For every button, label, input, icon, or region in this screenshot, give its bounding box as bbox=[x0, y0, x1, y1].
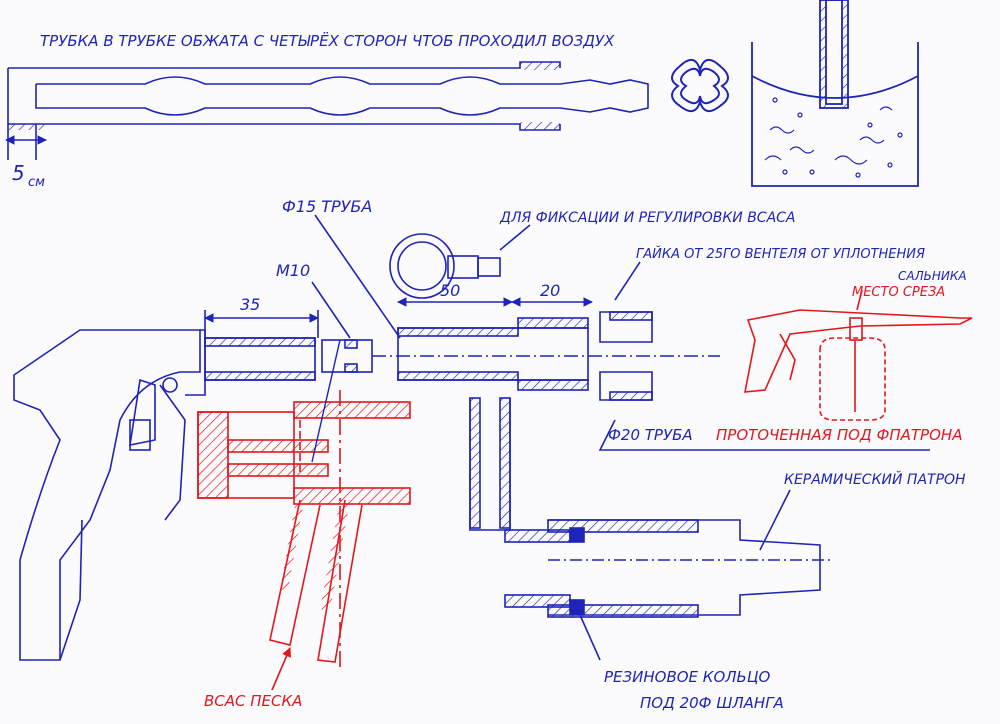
rubber-ring-label: РЕЗИНОВОЕ КОЛЬЦО bbox=[604, 668, 770, 686]
gun-body-drawing bbox=[13, 329, 206, 661]
crimped-tube-drawing bbox=[5, 61, 649, 160]
fixation-label: ДЛЯ ФИКСАЦИИ И РЕГУЛИРОВКИ ВСАСА bbox=[499, 210, 796, 226]
sand-intake-label: ВСАС ПЕСКА bbox=[204, 692, 302, 710]
top-note: ТРУБКА В ТРУБКЕ ОБЖАТА С ЧЕТЫРЁХ СТОРОН … bbox=[40, 31, 615, 50]
gun-mini-sketch bbox=[744, 289, 973, 421]
sand-container-drawing bbox=[751, 0, 919, 187]
dim-5: 5 bbox=[12, 161, 25, 185]
ceramic-label: КЕРАМИЧЕСКИЙ ПАТРОН bbox=[784, 470, 966, 488]
ceramic-nozzle-section bbox=[504, 489, 830, 661]
barrel-section bbox=[204, 214, 401, 381]
dim-5-unit: см bbox=[28, 175, 45, 190]
pipe-15-label: Ф15 ТРУБА bbox=[282, 197, 372, 216]
crimp-section-icon bbox=[671, 59, 729, 113]
gland-label: САЛЬНИКА bbox=[898, 269, 967, 283]
tube-20-section bbox=[372, 224, 930, 531]
hose-label: ПОД 20Ф ШЛАНГА bbox=[640, 694, 784, 712]
m10-label: М10 bbox=[276, 261, 310, 280]
dim-20: 20 bbox=[540, 281, 560, 300]
pipe-20-label: Ф20 ТРУБА bbox=[608, 426, 693, 444]
pipe-20-red-label: ПРОТОЧЕННАЯ ПОД ФПАТРОНА bbox=[716, 426, 962, 444]
dim-35: 35 bbox=[240, 295, 260, 314]
cut-place-label: МЕСТО СРЕЗА bbox=[852, 285, 945, 300]
sand-intake-section bbox=[197, 339, 411, 691]
dim-50: 50 bbox=[440, 281, 460, 300]
nut-label: ГАЙКА ОТ 25ГО ВЕНТЕЛЯ ОТ УПЛОТНЕНИЯ bbox=[636, 246, 925, 262]
